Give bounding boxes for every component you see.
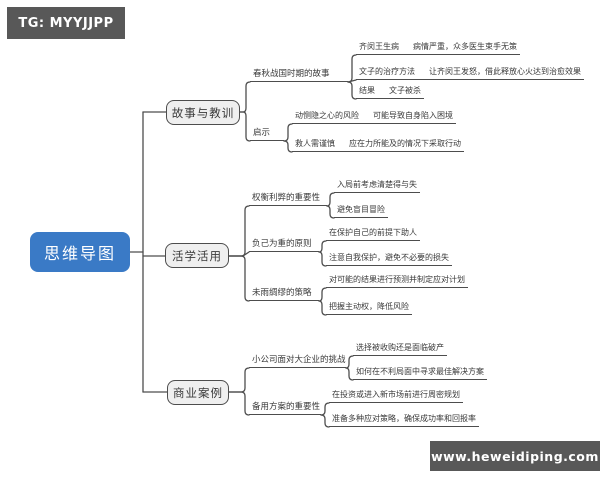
node-compassion-risk-row: 动恻隐之心的风险 可能导致自身陷入困境 (292, 110, 456, 124)
node-label[interactable]: 可能导致自身陷入困境 (373, 111, 453, 120)
watermark-bottom-right: www.heweidiping.com (430, 441, 600, 471)
node-label[interactable]: 把握主动权，降低风险 (329, 302, 409, 311)
node-label[interactable]: 结果 (359, 86, 375, 95)
node-label[interactable]: 避免盲目冒险 (337, 205, 385, 214)
node-label[interactable]: 未雨绸缪的策略 (252, 288, 312, 298)
branch-stories-lessons[interactable]: 故事与教训 (166, 100, 240, 125)
node-label[interactable]: 启示 (253, 128, 271, 138)
node-label[interactable]: 注意自我保护，避免不必要的损失 (329, 253, 449, 262)
node-help-while-protected: 在保护自己的前提下助人 (326, 227, 420, 241)
node-warring-states-story: 春秋战国时期的故事 (250, 68, 348, 82)
node-label[interactable]: 齐闵王生病 (359, 42, 399, 51)
node-label[interactable]: 负己为重的原则 (252, 239, 312, 249)
root-node[interactable]: 思维导图 (30, 232, 130, 272)
node-acquired-or-bankrupt: 选择被收购还是面临破产 (353, 342, 447, 356)
node-prepare-ahead: 未雨绸缪的策略 (249, 287, 319, 301)
watermark-top-left: TG: MYYJJPP (7, 7, 125, 39)
node-label[interactable]: 春秋战国时期的故事 (253, 69, 330, 79)
node-label[interactable]: 救人需谨慎 (295, 139, 335, 148)
node-label[interactable]: 应在力所能及的情况下采取行动 (349, 139, 461, 148)
branch-apply-flexibly[interactable]: 活学活用 (165, 243, 229, 268)
node-label[interactable]: 让齐闵王发怒，借此释放心火达到治愈效果 (429, 67, 581, 76)
node-self-protection: 注意自我保护，避免不必要的损失 (326, 252, 452, 266)
node-best-solution: 如何在不利局面中寻求最佳解决方案 (353, 366, 487, 380)
node-treatment-row: 文子的治疗方法 让齐闵王发怒，借此释放心火达到治愈效果 (356, 66, 584, 80)
branch-business-case[interactable]: 商业案例 (167, 380, 229, 405)
node-rescue-caution-row: 救人需谨慎 应在力所能及的情况下采取行动 (292, 138, 464, 152)
node-label[interactable]: 权衡利弊的重要性 (252, 193, 321, 203)
node-self-first-principle: 负己为重的原则 (249, 238, 319, 252)
node-insight: 启示 (250, 127, 284, 141)
node-weigh-pros-cons: 权衡利弊的重要性 (249, 192, 327, 206)
node-predict-outcomes: 对可能的结果进行预测并制定应对计划 (326, 274, 468, 288)
node-label[interactable]: 对可能的结果进行预测并制定应对计划 (329, 275, 465, 284)
node-consider-gains-losses: 入局前考虑清楚得与失 (334, 179, 420, 193)
node-label[interactable]: 动恻隐之心的风险 (295, 111, 359, 120)
node-keep-initiative: 把握主动权，降低风险 (326, 301, 412, 315)
node-king-illness-row: 齐闵王生病 病情严重，众多医生束手无策 (356, 41, 520, 55)
node-multiple-strategies: 准备多种应对策略，确保成功率和回报率 (329, 413, 479, 427)
node-label[interactable]: 在投资或进入新市场前进行周密规划 (332, 390, 460, 399)
node-label[interactable]: 备用方案的重要性 (252, 402, 321, 412)
node-small-company-challenge: 小公司面对大企业的挑战 (249, 354, 346, 368)
node-label[interactable]: 如何在不利局面中寻求最佳解决方案 (356, 367, 484, 376)
node-label[interactable]: 病情严重，众多医生束手无策 (413, 42, 517, 51)
node-result-row: 结果 文子被杀 (356, 85, 424, 99)
node-label[interactable]: 准备多种应对策略，确保成功率和回报率 (332, 414, 476, 423)
node-backup-plan-importance: 备用方案的重要性 (249, 401, 321, 415)
node-label[interactable]: 文子被杀 (389, 86, 421, 95)
node-label[interactable]: 选择被收购还是面临破产 (356, 343, 444, 352)
node-label[interactable]: 小公司面对大企业的挑战 (252, 355, 346, 365)
node-label[interactable]: 文子的治疗方法 (359, 67, 415, 76)
node-label[interactable]: 在保护自己的前提下助人 (329, 228, 417, 237)
node-avoid-blind-risk: 避免盲目冒险 (334, 204, 388, 218)
node-label[interactable]: 入局前考虑清楚得与失 (337, 180, 417, 189)
node-careful-planning: 在投资或进入新市场前进行周密规划 (329, 389, 463, 403)
